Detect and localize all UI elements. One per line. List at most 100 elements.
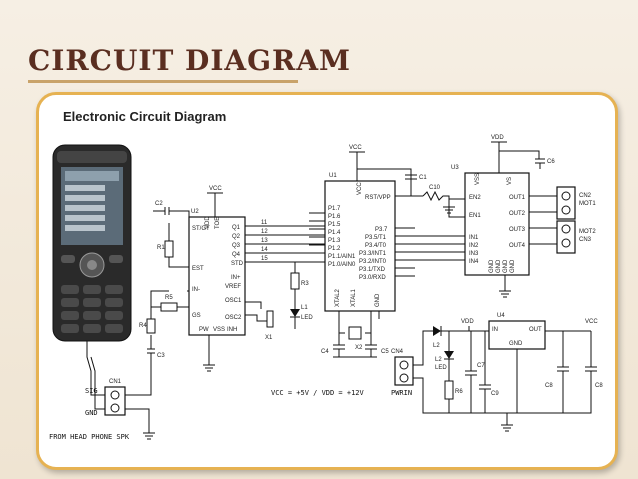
u2-ground bbox=[203, 335, 215, 372]
svg-text:C5: C5 bbox=[381, 349, 389, 355]
sig-wire bbox=[125, 363, 152, 396]
svg-text:LED: LED bbox=[435, 365, 447, 371]
svg-text:X1: X1 bbox=[265, 335, 273, 341]
svg-text:L2: L2 bbox=[435, 357, 442, 363]
svg-text:GND: GND bbox=[509, 341, 523, 347]
motor-connectors: CN2 MOT1 MOT2 CN3 bbox=[529, 186, 596, 254]
slide-title: CIRCUIT DIAGRAM bbox=[28, 44, 352, 77]
svg-text:CN3: CN3 bbox=[579, 237, 592, 243]
ground-symbol bbox=[143, 432, 155, 440]
l2-r6-led: L2 LED R6 bbox=[435, 331, 463, 413]
svg-text:OSC2: OSC2 bbox=[225, 315, 242, 321]
svg-text:P1.0/AIN0: P1.0/AIN0 bbox=[328, 262, 356, 268]
r3-l1-led: R3 L1 LED bbox=[290, 262, 313, 329]
svg-text:STD: STD bbox=[231, 261, 244, 267]
u1-vcc-label: VCC bbox=[349, 145, 362, 151]
u3-chip: U3 EN2 EN1 IN1 IN2 IN3 IN4 OUT1 OUT2 OUT… bbox=[451, 165, 530, 276]
svg-text:Q2: Q2 bbox=[232, 234, 241, 240]
u2-vcc-wire bbox=[207, 192, 223, 217]
c7-c9-caps: C7 C9 bbox=[465, 331, 499, 413]
diagram-card: Electronic Circuit Diagram bbox=[36, 92, 618, 470]
svg-text:U3: U3 bbox=[451, 165, 459, 171]
svg-text:IN3: IN3 bbox=[469, 251, 479, 257]
svg-text:VSS: VSS bbox=[475, 173, 481, 185]
svg-text:P1.2: P1.2 bbox=[328, 246, 341, 252]
supply-vcc-label: VCC bbox=[585, 319, 598, 325]
u1-u3-bus bbox=[395, 227, 465, 277]
svg-text:INH: INH bbox=[227, 327, 237, 333]
svg-text:GND: GND bbox=[503, 259, 509, 273]
svg-text:PW: PW bbox=[199, 327, 209, 333]
svg-text:C9: C9 bbox=[491, 391, 499, 397]
svg-text:EN2: EN2 bbox=[469, 195, 481, 201]
svg-text:11: 11 bbox=[261, 220, 268, 226]
svg-text:P1.1/AIN1: P1.1/AIN1 bbox=[328, 254, 356, 260]
svg-text:XTAL1: XTAL1 bbox=[351, 288, 357, 307]
r2-resistor bbox=[164, 240, 174, 258]
svg-text:C8: C8 bbox=[545, 383, 553, 389]
svg-text:15: 15 bbox=[261, 256, 268, 262]
u1-chip: U1 P1.7 P1.6 P1.5 P1.4 P1.3 P1.2 P1.1/AI… bbox=[324, 173, 396, 312]
svg-text:R3: R3 bbox=[301, 281, 309, 287]
input-network: C3 R4 R5 bbox=[139, 290, 192, 363]
svg-text:R6: R6 bbox=[455, 389, 463, 395]
svg-text:VS: VS bbox=[507, 177, 513, 185]
svg-text:C3: C3 bbox=[157, 353, 165, 359]
svg-text:Q4: Q4 bbox=[232, 252, 241, 258]
u3-vdd-label: VDD bbox=[491, 135, 504, 141]
svg-text:P3.5/T1: P3.5/T1 bbox=[365, 235, 387, 241]
u2-chip: U2 ST/GT EST IN- GS Q1 Q2 Q3 Q4 STD IN+ … bbox=[188, 209, 246, 336]
svg-text:OUT4: OUT4 bbox=[509, 243, 526, 249]
svg-text:L1: L1 bbox=[301, 305, 308, 311]
svg-text:R4: R4 bbox=[139, 323, 147, 329]
supply-ground bbox=[501, 413, 513, 432]
svg-text:R1: R1 bbox=[157, 245, 165, 251]
svg-text:X2: X2 bbox=[355, 345, 363, 351]
svg-text:IN-: IN- bbox=[192, 287, 200, 293]
en-tie bbox=[448, 198, 465, 218]
d1-diode: L2 bbox=[433, 326, 489, 349]
svg-text:IN4: IN4 bbox=[469, 259, 479, 265]
svg-text:OUT1: OUT1 bbox=[509, 195, 526, 201]
svg-text:VDD: VDD bbox=[205, 216, 211, 229]
sig-label: SIG bbox=[85, 387, 98, 395]
svg-text:XTAL2: XTAL2 bbox=[335, 288, 341, 307]
svg-text:OUT3: OUT3 bbox=[509, 227, 526, 233]
svg-text:PWRIN: PWRIN bbox=[391, 389, 412, 397]
gnd-wire bbox=[125, 408, 150, 433]
cn1-label: CN1 bbox=[109, 379, 122, 385]
svg-text:C7: C7 bbox=[477, 363, 485, 369]
supply-note: VCC = +5V / VDD = +12V bbox=[271, 389, 365, 397]
svg-text:VREF: VREF bbox=[225, 284, 241, 290]
svg-text:13: 13 bbox=[261, 238, 268, 244]
svg-text:CN4: CN4 bbox=[391, 349, 404, 355]
svg-text:P3.4/T0: P3.4/T0 bbox=[365, 243, 387, 249]
svg-text:Q3: Q3 bbox=[232, 243, 241, 249]
svg-text:RST/VPP: RST/VPP bbox=[365, 195, 391, 201]
x2-crystal-network: X2 C4 C5 bbox=[321, 311, 389, 358]
u1-vcc-wire bbox=[349, 151, 365, 181]
svg-text:OSC1: OSC1 bbox=[225, 298, 242, 304]
svg-text:P3.0/RXD: P3.0/RXD bbox=[359, 275, 386, 281]
svg-text:C10: C10 bbox=[429, 185, 441, 191]
svg-text:LED: LED bbox=[301, 315, 313, 321]
mobile-phone-image bbox=[52, 144, 132, 342]
svg-text:P1.3: P1.3 bbox=[328, 238, 341, 244]
svg-text:P3.3/INT1: P3.3/INT1 bbox=[359, 251, 387, 257]
r2-wire bbox=[168, 223, 189, 268]
svg-text:OUT2: OUT2 bbox=[509, 211, 526, 217]
u3-ground bbox=[499, 275, 511, 298]
u4-regulator: U4 IN OUT GND bbox=[488, 313, 591, 413]
svg-text:GND: GND bbox=[375, 293, 381, 307]
c10-c8-caps: C8 C8 bbox=[545, 331, 603, 414]
svg-text:GS: GS bbox=[192, 313, 201, 319]
svg-text:IN+: IN+ bbox=[231, 275, 241, 281]
c6-cap bbox=[535, 158, 545, 169]
svg-text:GND: GND bbox=[496, 259, 502, 273]
svg-text:VSS: VSS bbox=[213, 327, 225, 333]
svg-text:C2: C2 bbox=[155, 201, 163, 207]
source-label: FROM HEAD PHONE SPK bbox=[49, 433, 130, 441]
svg-text:P1.7: P1.7 bbox=[328, 206, 341, 212]
u2-u1-bus: 11 12 13 14 15 bbox=[245, 220, 325, 263]
